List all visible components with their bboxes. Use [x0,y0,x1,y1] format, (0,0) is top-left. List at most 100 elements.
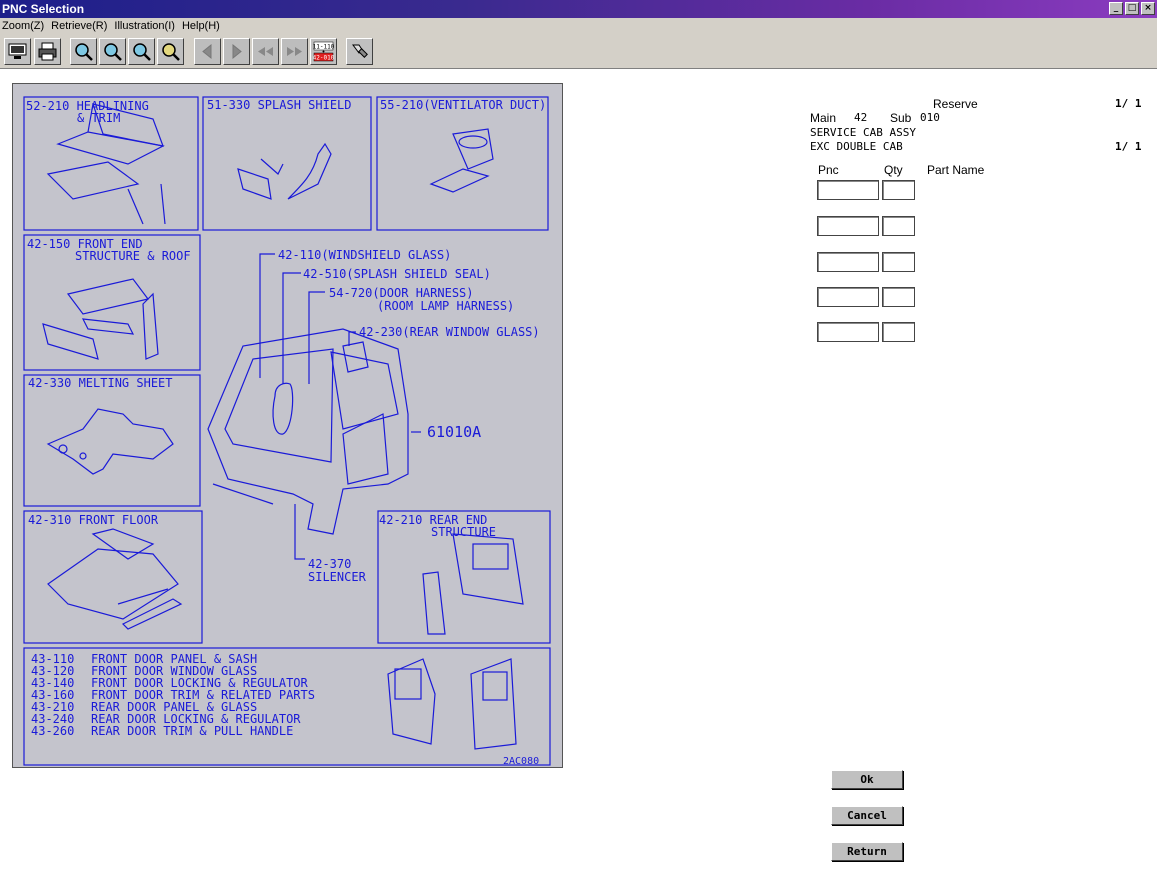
section-label-front-end: 42-150 FRONT END [27,237,143,251]
magnifier-icon [162,43,180,61]
print-button[interactable] [34,38,61,65]
callout-rear-window: 42-230(REAR WINDOW GLASS) [359,325,540,339]
section-label-headlining: 52-210 HEADLINING [26,99,149,113]
door-part-name: REAR DOOR TRIM & PULL HANDLE [91,724,293,738]
exit-button[interactable] [346,38,373,65]
zoom-area-button[interactable] [157,38,184,65]
pnc-input-2[interactable] [817,216,879,236]
description-line1: SERVICE CAB ASSY [810,126,916,139]
sub-value: 010 [920,111,940,124]
menu-help[interactable]: Help(H) [181,20,220,32]
maximize-button[interactable]: □ [1125,2,1139,15]
window-title: PNC Selection [2,2,85,16]
ok-button[interactable]: Ok [831,770,903,789]
section-box-splash-shield [202,96,372,231]
section-box-front-end [23,234,201,371]
section-label-front-floor: 42-310 FRONT FLOOR [28,513,159,527]
page-counter-button[interactable]: 11-110 42-010 [310,38,337,65]
qty-input-2[interactable] [882,216,915,236]
prev-button[interactable] [194,38,221,65]
pnc-input-4[interactable] [817,287,879,307]
last-button[interactable] [281,38,308,65]
arrow-left-icon [202,43,212,60]
page-counter-icon: 11-110 42-010 [313,41,334,62]
minimize-button[interactable]: _ [1109,2,1123,15]
fast-forward-icon [287,47,302,56]
close-button[interactable]: × [1141,2,1155,15]
illustration-canvas: 52-210 HEADLINING & TRIM 51-330 SPLASH S… [23,96,551,767]
counter-top-text: 11-110 [313,44,334,51]
monitor-icon [8,43,27,59]
section-label-ventilator: 55-210(VENTILATOR DUCT) [380,98,546,112]
toolbar: 11-110 42-010 [0,35,1157,69]
parts-illustration[interactable]: 52-210 HEADLINING & TRIM 51-330 SPLASH S… [12,83,563,768]
return-button[interactable]: Return [831,842,903,861]
door-part-name: FRONT DOOR TRIM & RELATED PARTS [91,688,315,702]
door-part-code: 43-260 [31,724,74,738]
arrow-right-icon [232,43,242,60]
counter-bottom-text: 42-010 [313,55,334,62]
zoom-out-button[interactable] [99,38,126,65]
door-part-name: REAR DOOR PANEL & GLASS [91,700,257,714]
door-part-name: FRONT DOOR LOCKING & REGULATOR [91,676,309,690]
column-header-qty: Qty [884,163,903,177]
door-part-code: 43-210 [31,700,74,714]
page-indicator-bottom: 1/ 1 [1115,140,1142,153]
drawing-id: 2AC080 [503,756,539,767]
section-label-rear-end-structure: STRUCTURE [431,525,496,539]
menu-retrieve[interactable]: Retrieve(R) [51,20,108,32]
section-label-rear-end: 42-210 REAR END [379,513,487,527]
pnc-input-5[interactable] [817,322,879,342]
callout-windshield: 42-110(WINDSHIELD GLASS) [278,248,451,262]
main-value: 42 [854,111,868,124]
section-box-rear-end [377,510,551,644]
menu-illustration[interactable]: Illustration(I) [114,20,175,32]
qty-input-4[interactable] [882,287,915,307]
column-header-pnc: Pnc [818,163,839,177]
reserve-label: Reserve [933,97,978,111]
callout-door-harness: 54-720(DOOR HARNESS) [329,286,474,300]
pnc-input-1[interactable] [817,180,879,200]
title-bar: PNC Selection _ □ × [0,0,1157,18]
section-label-front-end-structure: STRUCTURE & ROOF [75,249,191,263]
callout-splash-seal: 42-510(SPLASH SHIELD SEAL) [303,267,491,281]
callout-silencer-code: 42-370 [308,557,351,571]
zoom-in-button[interactable] [70,38,97,65]
magnifier-icon [133,43,151,61]
qty-input-1[interactable] [882,180,915,200]
zoom-fit-button[interactable] [128,38,155,65]
section-box-front-floor [23,510,203,644]
section-box-melting-sheet [23,374,201,507]
qty-input-3[interactable] [882,252,915,272]
callout-silencer: SILENCER [308,570,367,584]
section-label-headlining-trim: & TRIM [77,111,120,125]
qty-input-5[interactable] [882,322,915,342]
first-button[interactable] [252,38,279,65]
flashlight-icon [352,44,368,58]
magnifier-icon [75,43,93,61]
door-part-code: 43-160 [31,688,74,702]
door-part-name: FRONT DOOR WINDOW GLASS [91,664,257,678]
description-line2: EXC DOUBLE CAB [810,140,903,153]
door-part-name: FRONT DOOR PANEL & SASH [91,652,257,666]
main-label: Main [810,111,837,125]
callout-main-assembly: 61010A [427,423,481,441]
cancel-button[interactable]: Cancel [831,806,903,825]
section-label-splash-shield: 51-330 SPLASH SHIELD [207,98,352,112]
rewind-icon [258,47,273,56]
section-box-headlining [23,96,199,231]
door-part-code: 43-140 [31,676,74,690]
magnifier-icon [104,43,122,61]
pnc-input-3[interactable] [817,252,879,272]
section-label-melting-sheet: 42-330 MELTING SHEET [28,376,173,390]
sub-label: Sub [890,111,912,125]
section-box-doors [23,647,551,766]
menu-zoom[interactable]: Zoom(Z) [2,20,45,32]
door-part-code: 43-120 [31,664,74,678]
display-button[interactable] [4,38,31,65]
section-box-ventilator [376,96,549,231]
next-button[interactable] [223,38,250,65]
callout-room-lamp: (ROOM LAMP HARNESS) [377,299,514,313]
page-indicator-top: 1/ 1 [1115,97,1142,110]
printer-icon [38,42,57,61]
